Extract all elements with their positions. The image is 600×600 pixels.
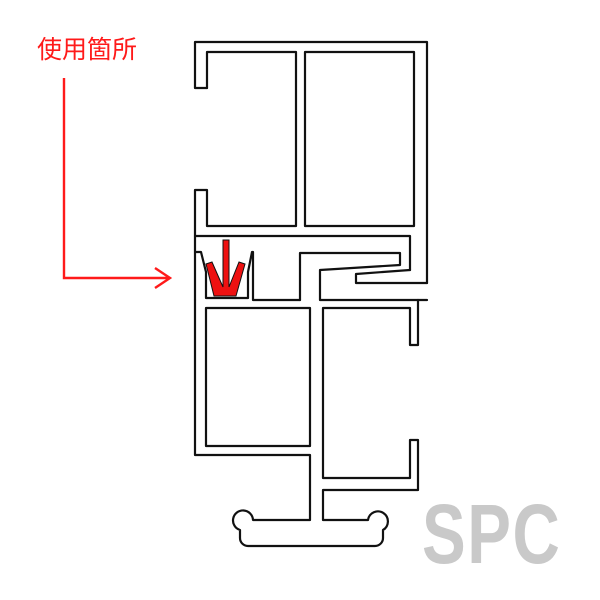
usage-location-label: 使用箇所: [37, 35, 138, 64]
lower-outer-contour: [193, 298, 420, 548]
pointer-arrow: [62, 78, 173, 289]
middle-hook: [298, 251, 429, 302]
upper-left-lip: [193, 50, 412, 272]
lower-left-cell: [204, 306, 312, 448]
seal-holder-channel: [193, 234, 302, 302]
upper-outer-contour: [193, 40, 429, 285]
seal-part: [205, 239, 246, 297]
spc-watermark: SPC: [422, 487, 562, 581]
upper-right-cell: [303, 50, 416, 228]
